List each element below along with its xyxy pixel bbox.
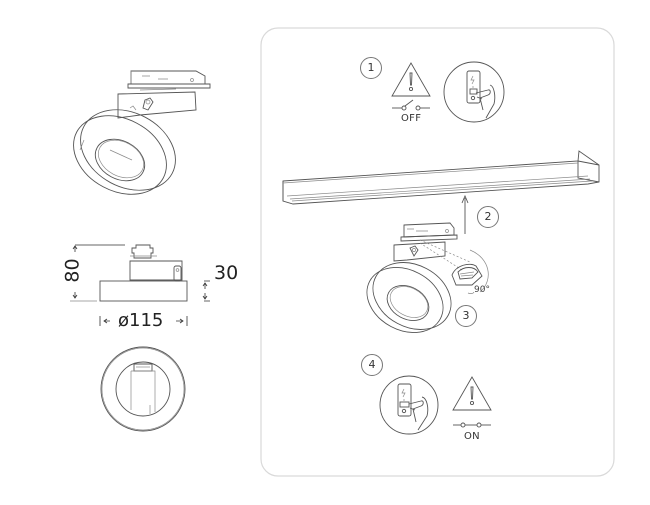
left-panel: 80 30 ø115	[0, 0, 250, 505]
switch-off-label: OFF	[401, 113, 422, 124]
switch-off-icon	[392, 99, 430, 111]
step-3-number: 3	[455, 305, 477, 327]
switch-on-label: ON	[464, 431, 480, 442]
rotation-angle-label: 90°	[474, 285, 490, 295]
step-1-number: 1	[360, 57, 382, 79]
step-2-number: 2	[477, 206, 499, 228]
switch-on-icon	[453, 422, 491, 428]
hand-pressing-switch-icon	[379, 375, 439, 435]
warning-triangle-icon	[452, 376, 492, 411]
hand-pressing-switch-icon	[443, 61, 505, 123]
body-height-dimension-label: 30	[214, 262, 239, 284]
warning-triangle-icon	[391, 62, 431, 97]
step-4-number: 4	[361, 354, 383, 376]
diameter-dimension-label: ø115	[118, 310, 164, 331]
